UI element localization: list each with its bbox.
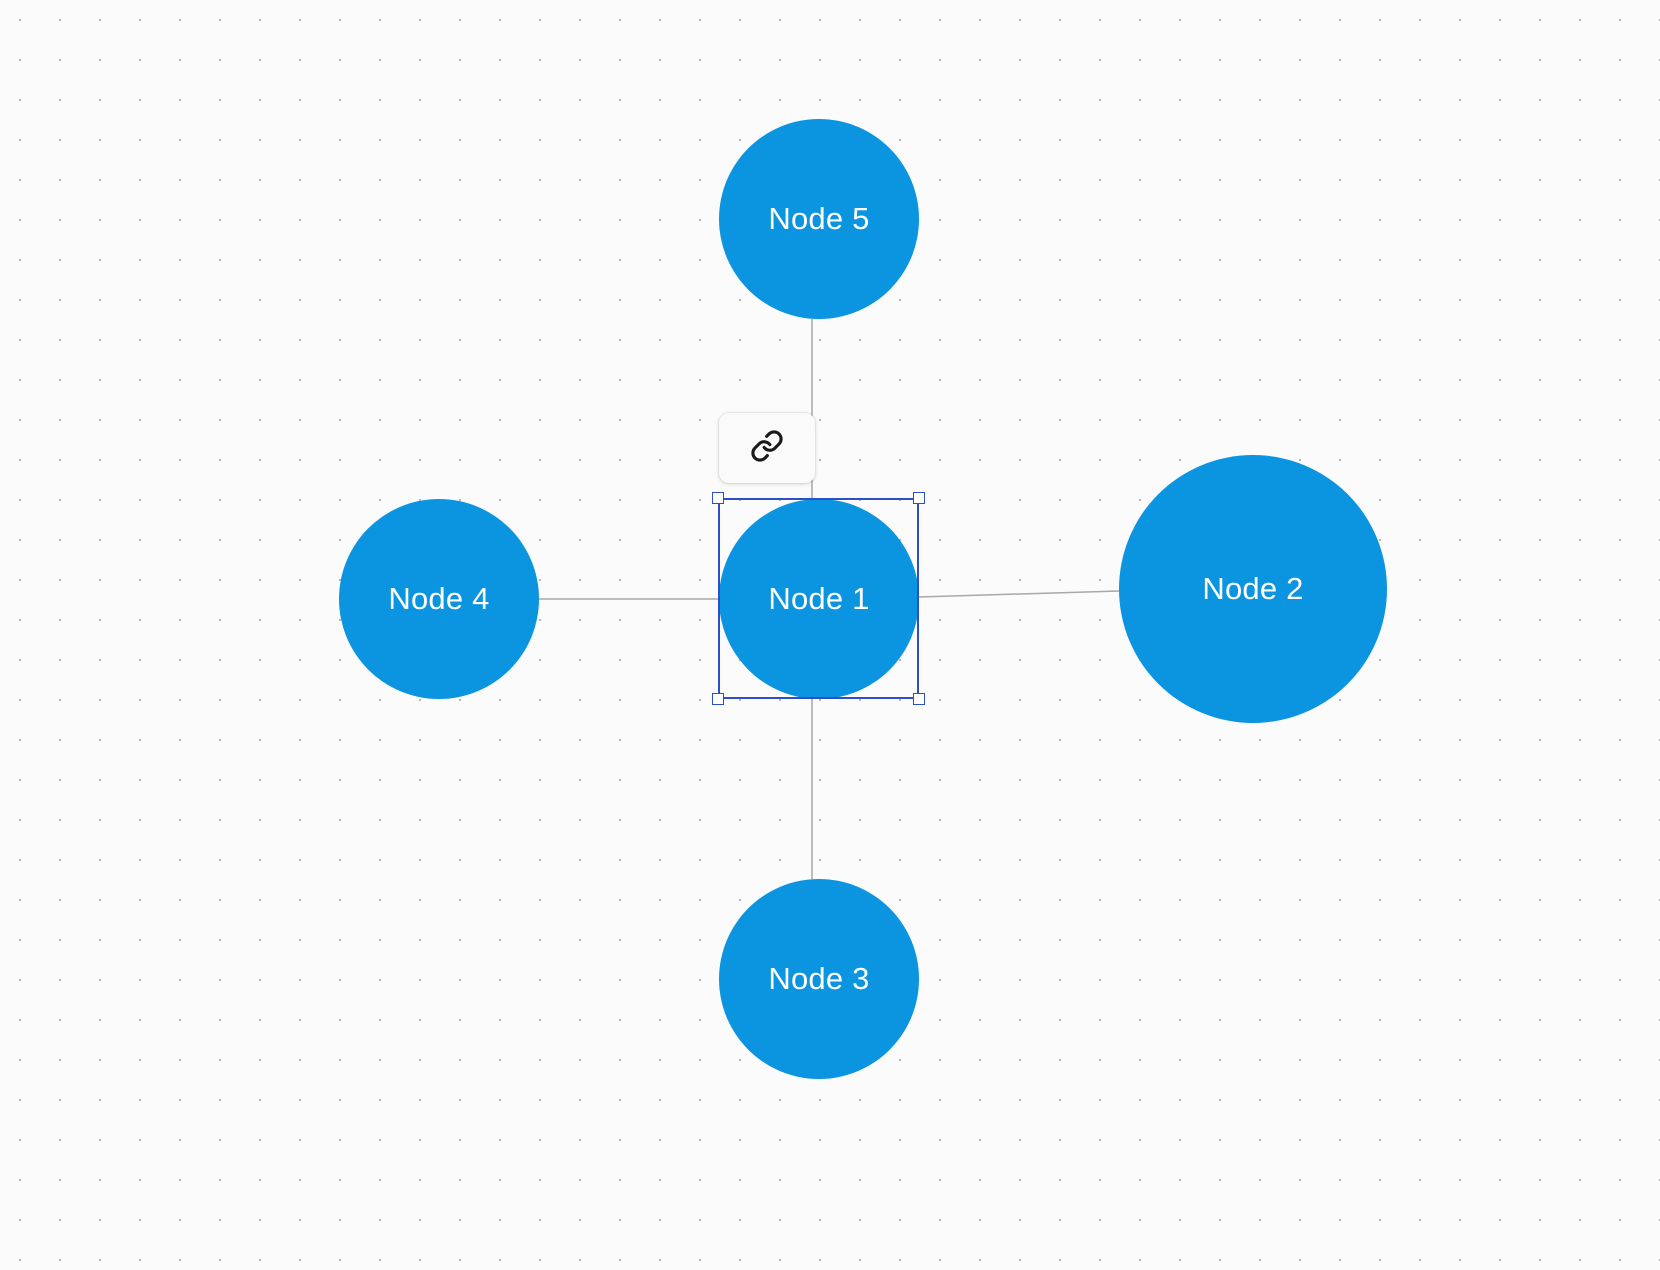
- node-2-label: Node 2: [1202, 571, 1304, 606]
- link-icon: [750, 429, 784, 468]
- node-4-label: Node 4: [388, 581, 490, 616]
- resize-handle-top-right[interactable]: [913, 492, 925, 504]
- node-5-label: Node 5: [768, 201, 870, 236]
- node-3[interactable]: Node 3: [719, 879, 919, 1079]
- node-1-label: Node 1: [768, 581, 870, 616]
- node-2[interactable]: Node 2: [1119, 455, 1387, 723]
- node-4[interactable]: Node 4: [339, 499, 539, 699]
- edge-node1-node2[interactable]: [918, 590, 1120, 598]
- resize-handle-bottom-right[interactable]: [913, 693, 925, 705]
- resize-handle-bottom-left[interactable]: [712, 693, 724, 705]
- node-5[interactable]: Node 5: [719, 119, 919, 319]
- node-1[interactable]: Node 1: [719, 499, 919, 699]
- resize-handle-top-left[interactable]: [712, 492, 724, 504]
- node-3-label: Node 3: [768, 961, 870, 996]
- link-button[interactable]: [719, 413, 815, 483]
